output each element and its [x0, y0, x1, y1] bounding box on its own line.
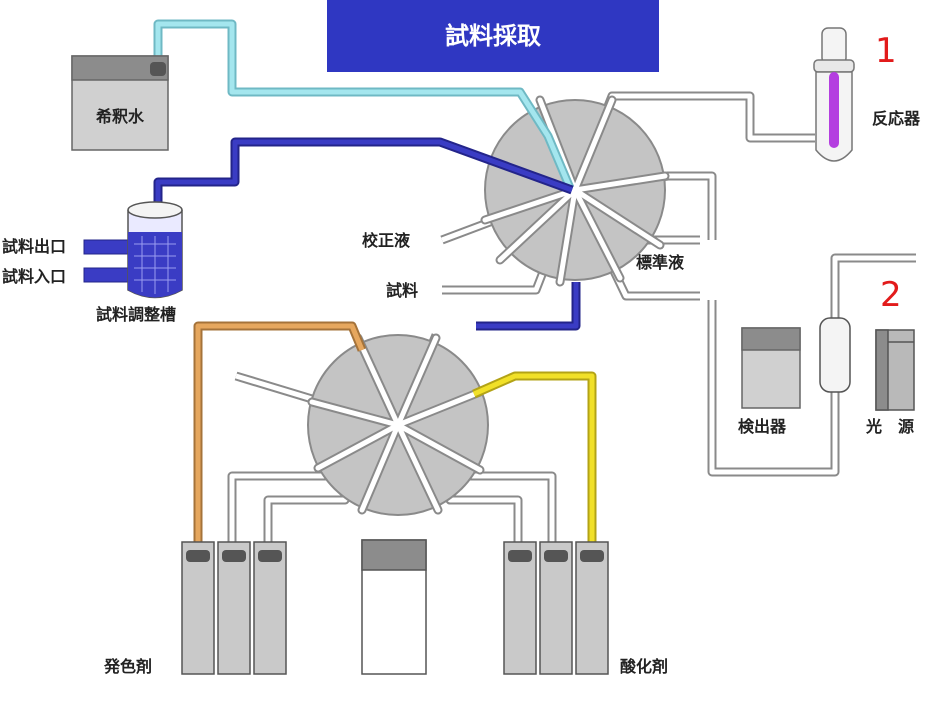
color-reagent-label: 発色剤: [103, 657, 152, 676]
oxidizer-label: 酸化剤: [620, 657, 668, 676]
marker-2: 2: [880, 275, 902, 315]
reactor: [813, 27, 855, 162]
title: 試料採取: [445, 22, 541, 50]
sample-line: [153, 137, 581, 331]
title-banner: [327, 0, 659, 72]
upper-valve-ports: [480, 95, 670, 287]
detector: [741, 327, 801, 409]
yellow-line: [472, 371, 597, 548]
sample-in-label: 試料入口: [2, 267, 66, 286]
detector-label: 検出器: [738, 417, 787, 436]
flow-cell: [819, 317, 851, 393]
sample-tank: [83, 201, 183, 299]
waste-container: [361, 539, 427, 675]
light-source-label: 光 源: [865, 417, 914, 436]
lower-valve-ports: [307, 333, 485, 515]
sample-tank-label: 試料調整槽: [96, 305, 176, 324]
sample-label: 試料: [386, 281, 418, 300]
standard-label: 標準液: [636, 253, 685, 272]
orange-line: [193, 321, 367, 548]
marker-1: 1: [875, 31, 897, 71]
diluent-label: 希釈水: [96, 107, 145, 126]
color-reagent-bottles: [181, 541, 287, 675]
oxidizer-bottles: [503, 541, 609, 675]
light-source: [875, 329, 915, 411]
diluent-line: [153, 19, 575, 190]
calibration-label: 校正液: [362, 231, 411, 250]
diluent-tank: [71, 55, 169, 151]
reactor-label: 反応器: [872, 109, 921, 128]
sample-out-label: 試料出口: [2, 237, 66, 256]
